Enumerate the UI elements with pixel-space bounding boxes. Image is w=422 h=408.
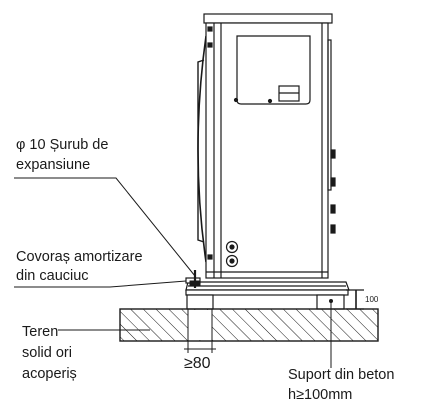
- expansion-screw: [189, 270, 201, 288]
- height-dimension-label: 100: [365, 295, 379, 304]
- screw-label-line2: expansiune: [16, 157, 91, 173]
- height-dimension: [346, 289, 364, 310]
- support-label-line2: h≥100mm: [288, 387, 353, 403]
- ground-slab: [119, 308, 379, 342]
- outdoor-unit: [197, 13, 336, 279]
- screw-label-line1: φ 10 Șurub de: [16, 137, 109, 153]
- ground-label-line2: solid ori: [22, 345, 72, 361]
- mat-label-line1: Covoraș amortizare: [16, 249, 143, 265]
- concrete-supports: [186, 294, 345, 310]
- mat-label-line2: din cauciuc: [16, 268, 89, 284]
- ground-label-line1: Teren: [22, 324, 59, 340]
- ground-label-line3: acoperiș: [22, 366, 77, 382]
- support-leader-dot: [329, 299, 333, 303]
- width-dimension: [184, 341, 216, 353]
- support-label-line1: Suport din beton: [288, 367, 395, 383]
- leader-lines: [14, 177, 332, 368]
- base-rail: [185, 281, 350, 296]
- width-dimension-label: ≥80: [184, 355, 211, 372]
